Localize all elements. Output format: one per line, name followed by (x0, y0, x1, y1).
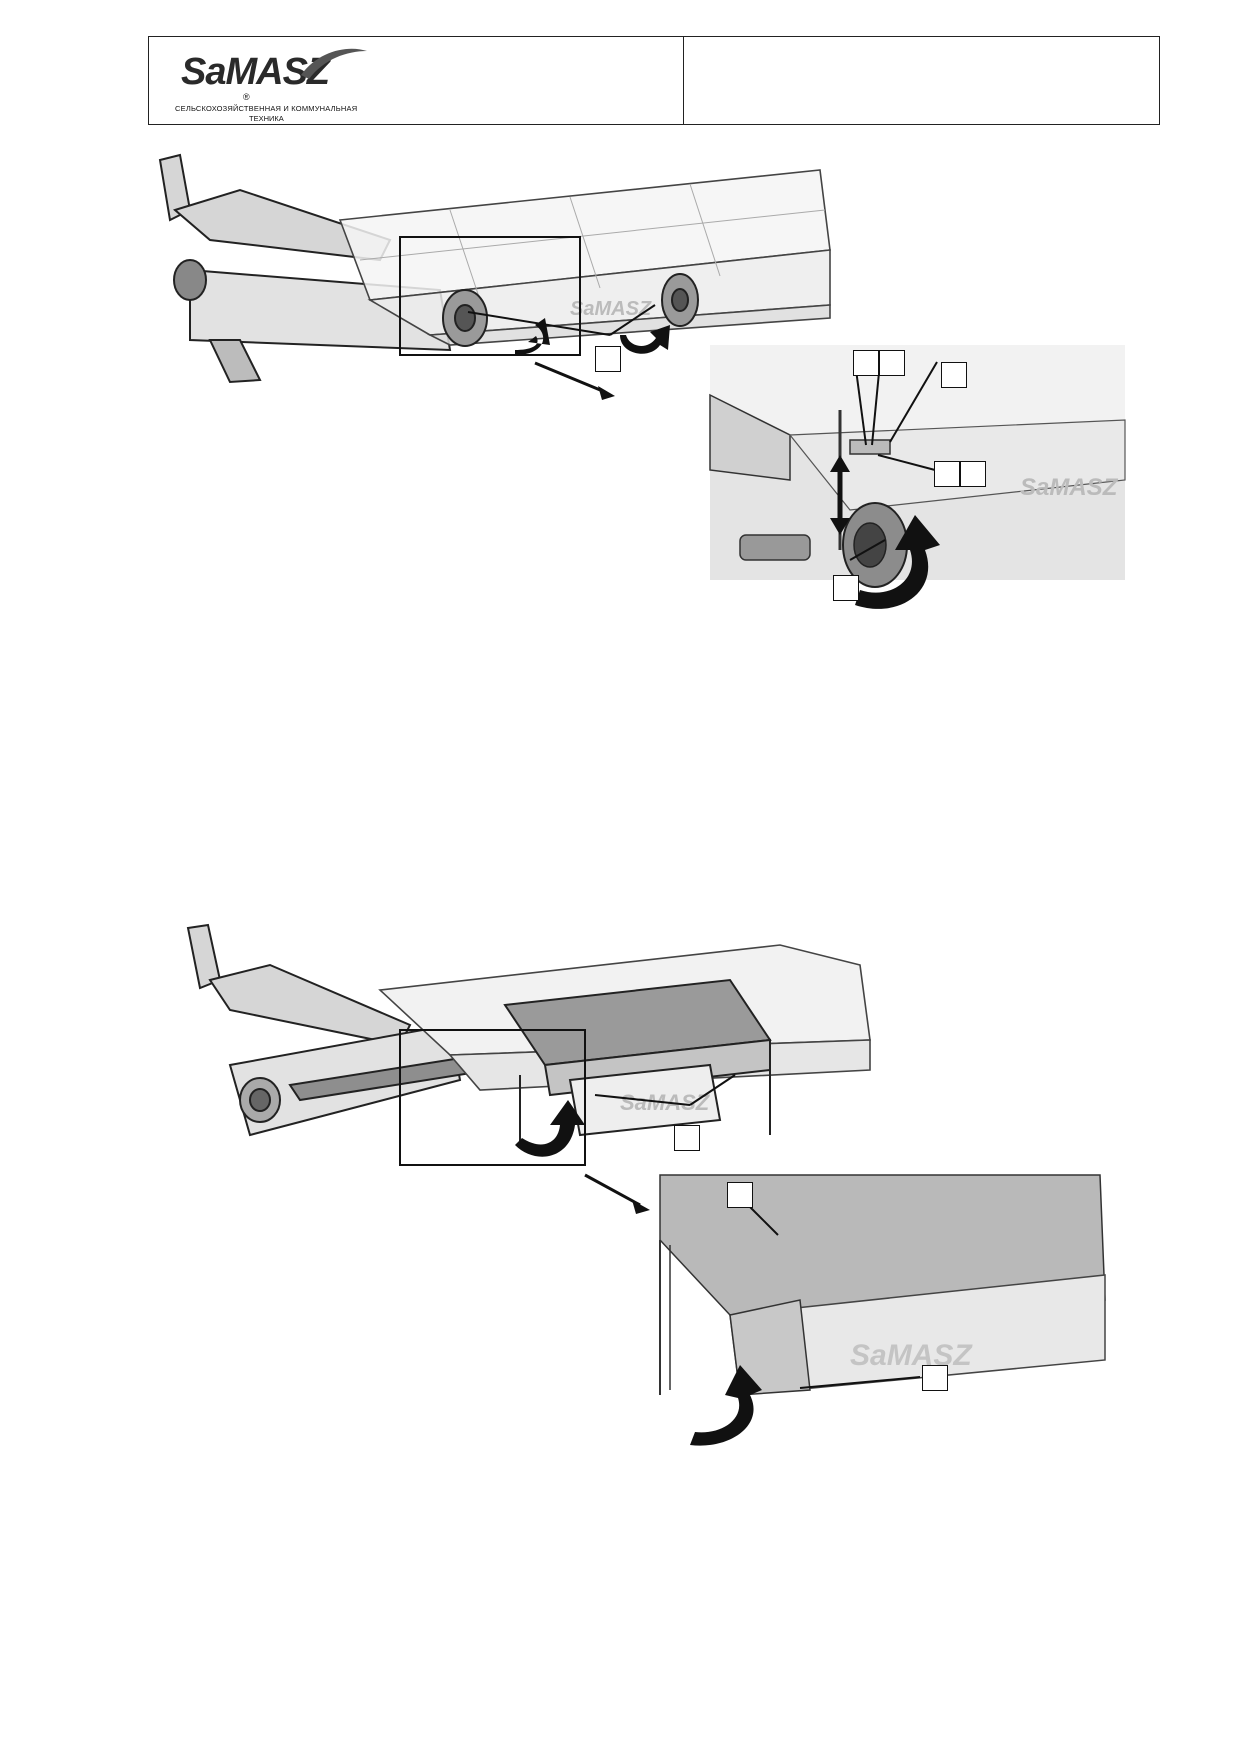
figure-1-mower-wheel: SaMASZ SaMASZ (150, 150, 1140, 630)
callout-box (922, 1365, 948, 1391)
zoom-frame (399, 1029, 586, 1166)
logo-subtitle-line2: ТЕХНИКА (249, 114, 284, 123)
detail-view-1: SaMASZ (709, 345, 1126, 609)
callout-box (941, 362, 967, 388)
mower-wheel-illustration: SaMASZ SaMASZ (158, 153, 1126, 609)
figure-2-mower-cover: SaMASZ SaMASZ (150, 920, 1140, 1460)
rotate-arrow-icon (690, 1365, 762, 1446)
mower-cover-illustration: SaMASZ SaMASZ (186, 923, 1106, 1446)
logo-swoosh-icon (301, 48, 367, 79)
logo-subtitle-line1: СЕЛЬСКОХОЗЯЙСТВЕННАЯ И КОММУНАЛЬНАЯ (175, 104, 358, 113)
zoom-frame (399, 236, 581, 356)
callout-box (934, 461, 960, 487)
pointer-arrow-icon (632, 1200, 650, 1214)
registered-mark: ® (243, 92, 250, 102)
rotate-arrow-icon (855, 515, 940, 609)
detail-logo-2: SaMASZ (850, 1339, 973, 1372)
machine-logo-1: SaMASZ (570, 298, 652, 320)
detail-logo-1: SaMASZ (1020, 474, 1119, 501)
header-right-cell (684, 37, 1159, 124)
callout-box (674, 1125, 700, 1151)
callout-box (833, 575, 859, 601)
rotate-arrow-icon (620, 325, 670, 354)
detail-view-2: SaMASZ (659, 1174, 1106, 1446)
callout-box (853, 350, 879, 376)
pointer-arrow-icon (598, 386, 615, 400)
rotate-arrow-icon (515, 1100, 585, 1157)
callout-box (879, 350, 905, 376)
document-header: SaMASZ ® СЕЛЬСКОХОЗЯЙСТВЕННАЯ И КОММУНАЛ… (148, 36, 1160, 125)
callout-box (960, 461, 986, 487)
rotate-arrow-icon (515, 318, 550, 355)
callout-box (595, 346, 621, 372)
logo-cell: SaMASZ ® СЕЛЬСКОХОЗЯЙСТВЕННАЯ И КОММУНАЛ… (149, 37, 684, 124)
callout-box (727, 1182, 753, 1208)
